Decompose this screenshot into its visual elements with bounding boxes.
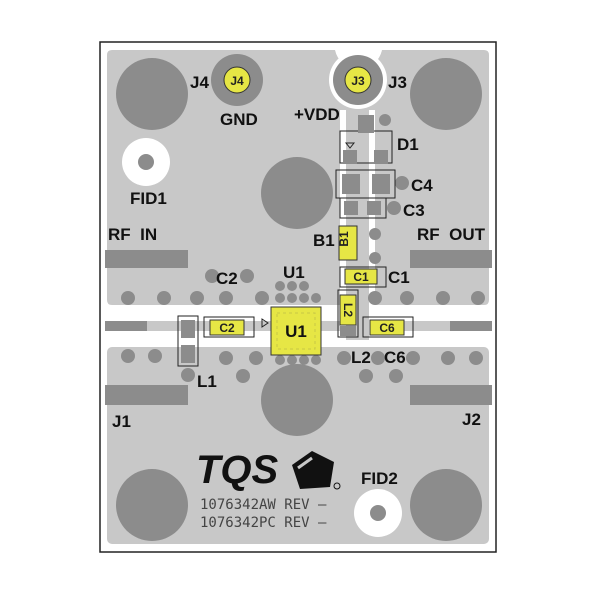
label-fid2: FID2 [361, 469, 398, 488]
ferrite-b1[interactable]: B1 [337, 225, 358, 261]
label-j2: J2 [462, 410, 481, 429]
part-number-aw: 1076342AW REV – [200, 497, 327, 513]
fiducial-fid1 [122, 138, 170, 186]
connector-j3[interactable]: J3 [329, 51, 387, 109]
label-rf-out: RF OUT [417, 225, 486, 244]
j4-pad-label: J4 [230, 74, 244, 88]
c2-pad-label: C2 [219, 321, 235, 335]
label-fid1: FID1 [130, 189, 167, 208]
label-l2: L2 [351, 348, 371, 367]
label-rf-in: RF IN [108, 225, 157, 244]
label-j1: J1 [112, 412, 131, 431]
vias [121, 114, 485, 383]
connector-j4[interactable]: J4 [211, 54, 263, 106]
rf-out-trace-end [450, 321, 492, 331]
label-u1: U1 [283, 263, 305, 282]
b1-pad-label: B1 [337, 231, 351, 247]
capacitor-c3[interactable] [339, 197, 387, 219]
tqs-logo: TQS [196, 448, 341, 492]
capacitor-c1[interactable]: C1 [339, 266, 387, 288]
silkscreen-labels: J4 J3 GND +VDD D1 C4 C3 FID1 FID2 RF IN … [108, 73, 486, 488]
diode-d1[interactable] [339, 115, 393, 164]
label-j4: J4 [190, 73, 209, 92]
capacitor-c6[interactable]: C6 [362, 316, 414, 338]
label-c1: C1 [388, 268, 410, 287]
label-vdd: +VDD [294, 105, 340, 124]
label-l1: L1 [197, 372, 217, 391]
mounting-holes [116, 58, 482, 541]
part-number-pc: 1076342PC REV – [200, 515, 327, 531]
label-c3: C3 [403, 201, 425, 220]
inductor-l1[interactable] [177, 315, 199, 367]
c1-pad-label: C1 [353, 270, 369, 284]
capacitor-c2[interactable]: C2 [203, 316, 255, 338]
c6-pad-label: C6 [379, 321, 395, 335]
ic-u1[interactable]: U1 [261, 306, 322, 356]
label-d1: D1 [397, 135, 419, 154]
j3-pad-label: J3 [351, 74, 365, 88]
connector-bars [105, 250, 492, 405]
rf-in-trace-end [105, 321, 147, 331]
label-b1: B1 [313, 231, 335, 250]
inductor-l2[interactable]: L2 [337, 289, 359, 338]
l2-pad-label: L2 [341, 303, 355, 317]
logo-text: TQS [196, 448, 279, 492]
fiducial-fid2 [354, 489, 402, 537]
label-c2: C2 [216, 269, 238, 288]
u1-pad-label: U1 [285, 322, 307, 341]
label-c4: C4 [411, 176, 433, 195]
label-j3: J3 [388, 73, 407, 92]
label-gnd: GND [220, 110, 258, 129]
label-c6: C6 [384, 348, 406, 367]
